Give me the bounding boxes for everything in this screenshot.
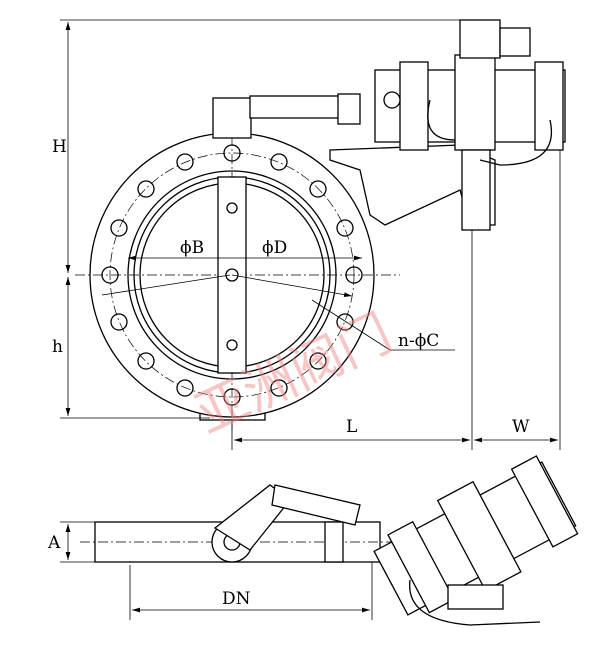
dimension-label-phiB: ϕB bbox=[180, 238, 204, 258]
actuator-top bbox=[374, 19, 566, 231]
dimension-lines bbox=[65, 22, 558, 613]
dimension-label-W: W bbox=[512, 417, 530, 437]
valve-side-view bbox=[80, 455, 579, 626]
dimension-label-H: H bbox=[52, 137, 67, 157]
dimension-label-L: L bbox=[346, 417, 357, 437]
dimension-label-phiD: ϕD bbox=[262, 238, 287, 258]
bolt-holes bbox=[101, 144, 363, 406]
dimension-label-A: A bbox=[47, 533, 61, 553]
dimension-label-nphiC: n-ϕC bbox=[398, 331, 439, 351]
dimension-label-DN: DN bbox=[222, 589, 251, 609]
valve-front-view bbox=[75, 93, 496, 430]
dimension-label-h: h bbox=[52, 337, 63, 357]
